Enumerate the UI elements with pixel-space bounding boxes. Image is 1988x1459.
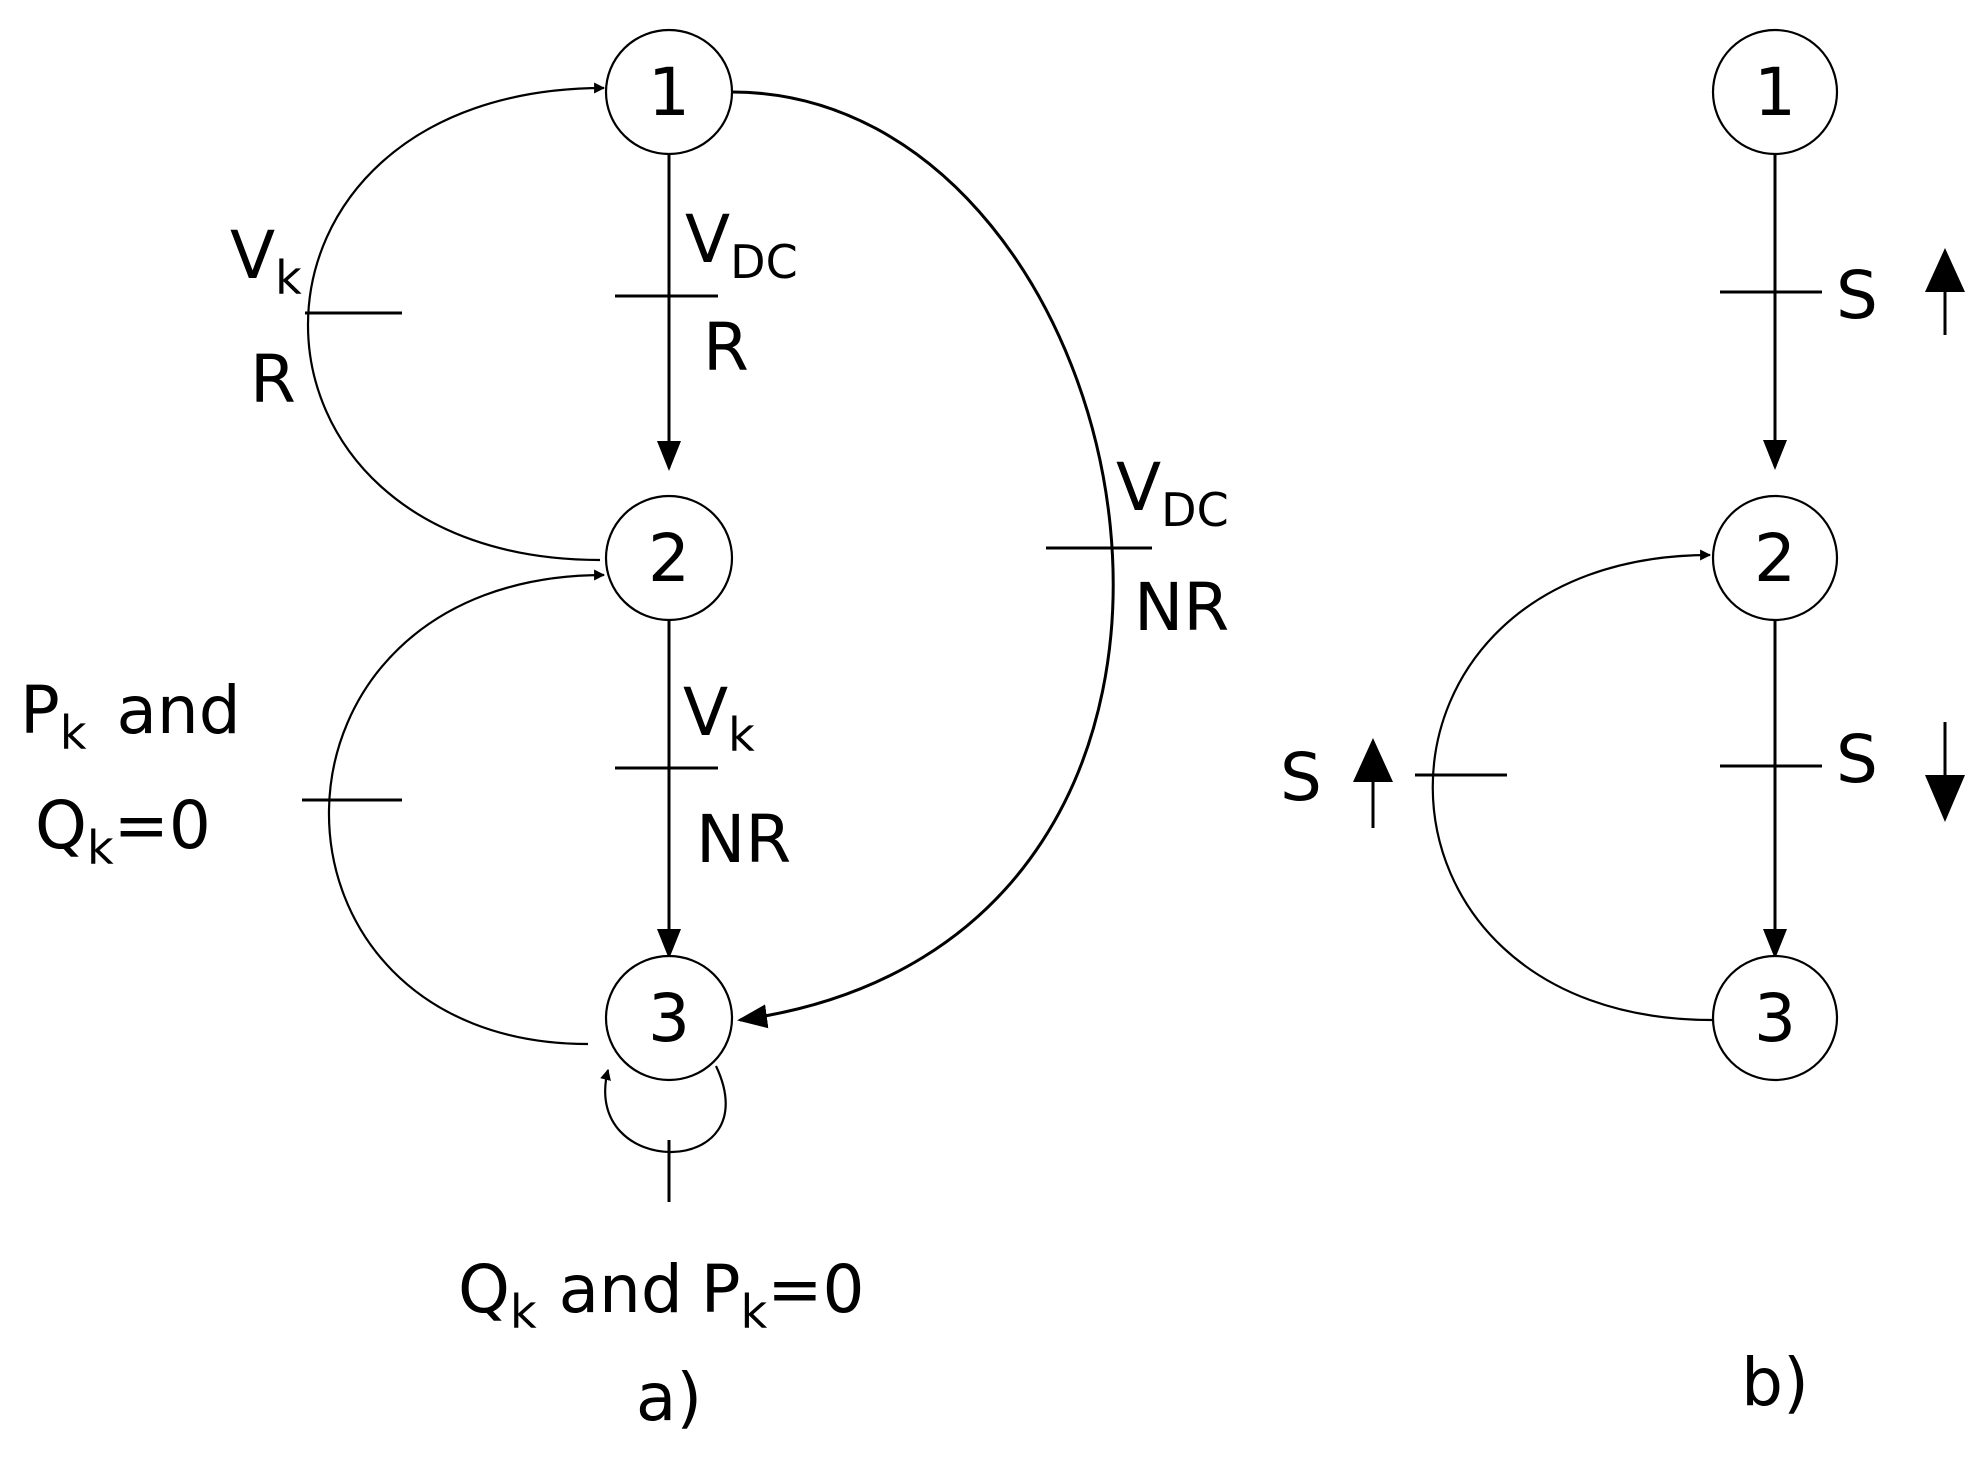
- transition-action: NR: [696, 801, 791, 878]
- transition-condition: Vk: [230, 217, 302, 305]
- state-node-a-3: 3: [604, 954, 734, 1082]
- transition-condition: Vk: [683, 674, 755, 762]
- state-label: 2: [1754, 520, 1796, 597]
- state-node-b-2: 2: [1711, 494, 1839, 622]
- edge-b-3-to-2: S: [1280, 549, 1713, 1022]
- state-label: 3: [1754, 980, 1796, 1057]
- transition-action: NR: [1134, 569, 1229, 646]
- transition-label: S: [1836, 257, 1878, 334]
- caption-b: b): [1741, 1344, 1809, 1421]
- state-node-a-1: 1: [604, 28, 734, 156]
- transition-action: R: [250, 341, 296, 418]
- edge-a-1-to-2: VDC R: [615, 155, 798, 471]
- state-node-b-3: 3: [1711, 954, 1839, 1082]
- state-label: 1: [1754, 54, 1796, 131]
- transition-condition-line2: Qk=0: [35, 787, 211, 875]
- edge-a-1-to-3: VDC NR: [731, 90, 1229, 1029]
- edge-a-2-to-1: Vk R: [230, 82, 606, 562]
- transition-condition: VDC: [685, 201, 798, 289]
- transition-label: S: [1836, 721, 1878, 798]
- state-label: 1: [648, 54, 690, 131]
- state-node-a-2: 2: [604, 494, 734, 622]
- edge-b-2-to-3: S: [1720, 620, 1965, 959]
- arrow-down-icon: [1925, 722, 1965, 822]
- arrow-up-icon: [1353, 738, 1393, 828]
- transition-action: R: [703, 309, 749, 386]
- diagram-b: S S S: [1280, 28, 1965, 1421]
- caption-a: a): [636, 1359, 702, 1436]
- edge-b-1-to-2: S: [1720, 155, 1965, 470]
- transition-condition: VDC: [1116, 449, 1229, 537]
- edge-a-2-to-3: Vk NR: [615, 620, 791, 959]
- transition-label: S: [1280, 739, 1322, 816]
- state-label: 2: [648, 520, 690, 597]
- arrow-up-icon: [1925, 248, 1965, 335]
- state-label: 3: [648, 980, 690, 1057]
- state-node-b-1: 1: [1711, 28, 1839, 156]
